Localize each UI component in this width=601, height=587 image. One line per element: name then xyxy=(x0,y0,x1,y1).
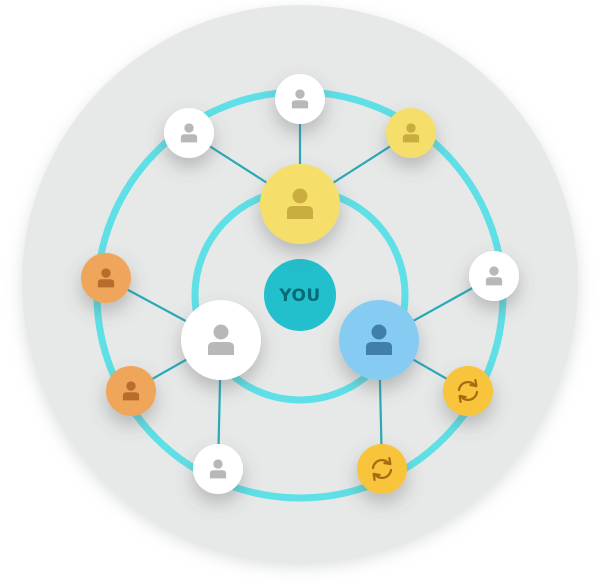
outer-node-right-white[interactable] xyxy=(469,251,519,301)
outer-node-bottom-white[interactable] xyxy=(193,444,243,494)
person-icon xyxy=(485,266,503,286)
node-circle xyxy=(275,74,325,124)
node-circle xyxy=(260,164,340,244)
center-node[interactable]: YOU xyxy=(264,259,336,331)
person-icon xyxy=(287,188,313,219)
node-circle xyxy=(164,108,214,158)
person-icon xyxy=(402,123,420,143)
center-circle xyxy=(264,259,336,331)
outer-node-lower-left-orange[interactable] xyxy=(106,366,156,416)
person-icon xyxy=(97,268,115,288)
node-circle xyxy=(443,366,493,416)
node-circle xyxy=(469,251,519,301)
outer-node-right-sync[interactable] xyxy=(443,366,493,416)
node-circle xyxy=(81,253,131,303)
person-icon xyxy=(122,381,140,401)
node-circle xyxy=(357,444,407,494)
person-icon xyxy=(208,324,234,355)
outer-node-left-orange[interactable] xyxy=(81,253,131,303)
node-circle xyxy=(386,108,436,158)
inner-node-right-blue[interactable] xyxy=(339,300,419,380)
sync-icon xyxy=(457,378,479,404)
outer-node-bottom-sync[interactable] xyxy=(357,444,407,494)
person-icon xyxy=(209,459,227,479)
node-circle xyxy=(106,366,156,416)
person-icon xyxy=(366,324,392,355)
center-label: YOU xyxy=(278,286,320,306)
node-circle xyxy=(193,444,243,494)
outer-node-top-right-yellow[interactable] xyxy=(386,108,436,158)
outer-node-top-left-white[interactable] xyxy=(164,108,214,158)
sync-icon xyxy=(371,456,393,482)
inner-node-top-yellow[interactable] xyxy=(260,164,340,244)
node-circle xyxy=(181,300,261,380)
node-circle xyxy=(339,300,419,380)
person-icon xyxy=(291,89,309,109)
outer-node-top-white[interactable] xyxy=(275,74,325,124)
inner-node-left-white[interactable] xyxy=(181,300,261,380)
person-icon xyxy=(180,123,198,143)
nodes xyxy=(81,74,519,494)
